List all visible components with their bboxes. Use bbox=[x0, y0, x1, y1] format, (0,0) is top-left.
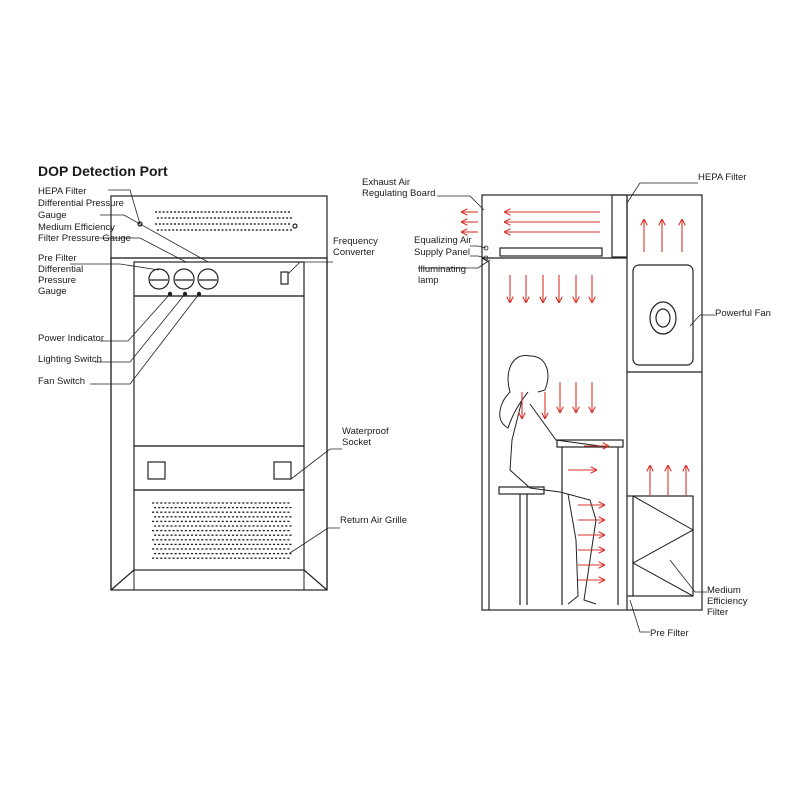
stool bbox=[498, 486, 545, 495]
front-view bbox=[110, 195, 328, 591]
front-window bbox=[133, 295, 305, 447]
label-hepa-gauge-1: HEPA Filter bbox=[38, 186, 86, 197]
label-hepa-filter: HEPA Filter bbox=[698, 172, 746, 183]
cabinet-side-outline bbox=[481, 194, 703, 611]
label-power-indicator: Power Indicator bbox=[38, 333, 104, 344]
label-pre-gauge-4: Gauge bbox=[38, 286, 67, 297]
equalizing-air-supply-panel bbox=[499, 247, 603, 257]
hepa-filter-gauge bbox=[197, 268, 219, 290]
pre-filter-gauge bbox=[148, 268, 170, 290]
side-section bbox=[481, 194, 703, 611]
operator-figure bbox=[499, 355, 601, 605]
label-waterproof-socket-2: Socket bbox=[342, 437, 371, 448]
socket-left bbox=[147, 461, 166, 480]
label-hepa-gauge-3: Gauge bbox=[38, 210, 67, 221]
side-walls bbox=[110, 258, 328, 590]
socket-band bbox=[133, 445, 305, 491]
top-vent-grille bbox=[155, 211, 292, 231]
label-pre-gauge-3: Pressure bbox=[38, 275, 76, 286]
label-exhaust-board-1: Exhaust Air bbox=[362, 177, 410, 188]
label-equalizing-panel-2: Supply Panel bbox=[414, 247, 470, 258]
label-return-air-grille: Return Air Grille bbox=[340, 515, 407, 526]
left-labels: DOP Detection Port HEPA Filter Different… bbox=[38, 163, 407, 526]
medium-filter-gauge bbox=[173, 268, 195, 290]
label-pre-gauge-2: Differential bbox=[38, 264, 83, 275]
label-hepa-gauge-2: Differential Pressure bbox=[38, 198, 124, 209]
label-lighting-switch: Lighting Switch bbox=[38, 354, 102, 365]
powerful-fan bbox=[632, 264, 694, 366]
label-illuminating-lamp-1: Illuminating bbox=[418, 264, 466, 275]
dop-port-left bbox=[137, 221, 143, 227]
floor-corners bbox=[110, 569, 328, 591]
right-labels: Exhaust Air Regulating Board Equalizing … bbox=[362, 172, 771, 639]
airflow-arrows bbox=[462, 212, 686, 580]
medium-efficiency-filter bbox=[632, 495, 694, 597]
label-exhaust-board-2: Regulating Board bbox=[362, 188, 435, 199]
return-air-panel bbox=[133, 489, 305, 571]
inner-columns bbox=[133, 262, 305, 590]
return-air-grille bbox=[152, 502, 292, 559]
label-medium-gauge-2: Filter Pressure Gauge bbox=[38, 233, 131, 244]
top-header-panel bbox=[110, 195, 328, 259]
label-fan-switch: Fan Switch bbox=[38, 376, 85, 387]
diagram-title: DOP Detection Port bbox=[38, 163, 168, 179]
label-equalizing-panel-1: Equalizing Air bbox=[414, 235, 472, 246]
left-leader-lines bbox=[70, 189, 342, 554]
label-medium-filter-2: Efficiency bbox=[707, 596, 748, 607]
label-waterproof-socket-1: Waterproof bbox=[342, 426, 389, 437]
label-frequency-converter-1: Frequency bbox=[333, 236, 378, 247]
label-frequency-converter-2: Converter bbox=[333, 247, 375, 258]
hepa-filter-block bbox=[611, 194, 628, 258]
label-illuminating-lamp-2: lamp bbox=[418, 275, 439, 286]
right-leader-lines bbox=[418, 182, 715, 633]
control-panel bbox=[133, 261, 305, 297]
label-medium-gauge-1: Medium Efficiency bbox=[38, 222, 115, 233]
socket-right bbox=[273, 461, 292, 480]
label-medium-filter-1: Medium bbox=[707, 585, 741, 596]
label-pre-gauge-1: Pre Filter bbox=[38, 253, 77, 264]
label-pre-filter: Pre Filter bbox=[650, 628, 689, 639]
label-powerful-fan: Powerful Fan bbox=[715, 308, 771, 319]
label-medium-filter-3: Filter bbox=[707, 607, 728, 618]
work-table bbox=[556, 439, 624, 448]
dop-port-right bbox=[292, 223, 298, 229]
frequency-converter bbox=[280, 271, 289, 285]
